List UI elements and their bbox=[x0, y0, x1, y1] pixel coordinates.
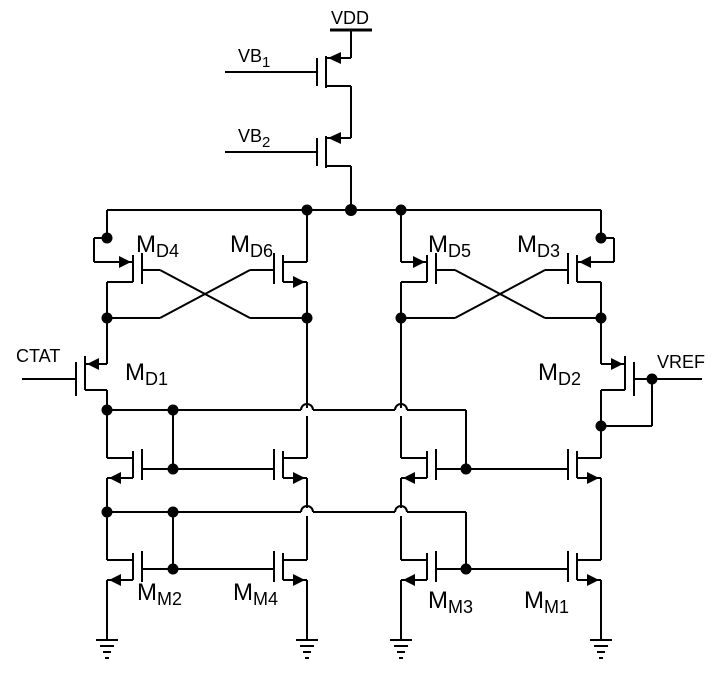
vb2-label: VB2 bbox=[238, 126, 270, 151]
ground-symbol bbox=[296, 639, 318, 659]
transistor-mm2 bbox=[106, 512, 274, 640]
pmos-vb1 bbox=[225, 52, 352, 138]
ground-symbol bbox=[590, 639, 612, 659]
transistor-md2 bbox=[600, 318, 702, 427]
mm1-label: MM1 bbox=[524, 587, 569, 617]
md2-label: MD2 bbox=[538, 359, 581, 389]
transistor-md6 bbox=[250, 210, 308, 318]
md6-label: MD6 bbox=[230, 231, 273, 261]
transistor-mm3 bbox=[400, 551, 568, 640]
bus-lower bbox=[107, 505, 467, 569]
vdd-label: VDD bbox=[331, 8, 369, 28]
vref-label: VREF bbox=[657, 352, 705, 372]
ctat-label: CTAT bbox=[16, 346, 60, 366]
transistor-md5 bbox=[400, 210, 455, 318]
vb1-label: VB1 bbox=[238, 46, 270, 71]
md1-label: MD1 bbox=[125, 359, 168, 389]
transistor-md1 bbox=[22, 318, 108, 410]
md3-label: MD3 bbox=[517, 231, 560, 261]
pmos-vb2 bbox=[225, 132, 352, 210]
transistor-md3 bbox=[545, 210, 615, 318]
mm3-label: MM3 bbox=[428, 587, 473, 617]
cross-coupling-left bbox=[107, 269, 307, 319]
bus-upper bbox=[107, 403, 467, 469]
vdd-supply bbox=[330, 28, 372, 58]
ground-symbol bbox=[96, 639, 118, 659]
transistor-md4 bbox=[93, 210, 160, 318]
right-upper-mirror bbox=[400, 449, 602, 560]
transistor-mm4 bbox=[273, 551, 308, 640]
transistor-mm1 bbox=[567, 551, 602, 640]
cross-coupling-right bbox=[401, 269, 601, 319]
md5-label: MD5 bbox=[428, 231, 471, 261]
junction-dots bbox=[101, 204, 658, 575]
mm4-label: MM4 bbox=[233, 579, 278, 609]
md4-label: MD4 bbox=[136, 231, 179, 261]
mm2-label: MM2 bbox=[137, 579, 182, 609]
ground-symbol bbox=[390, 639, 412, 659]
left-upper-mirror bbox=[106, 410, 308, 512]
